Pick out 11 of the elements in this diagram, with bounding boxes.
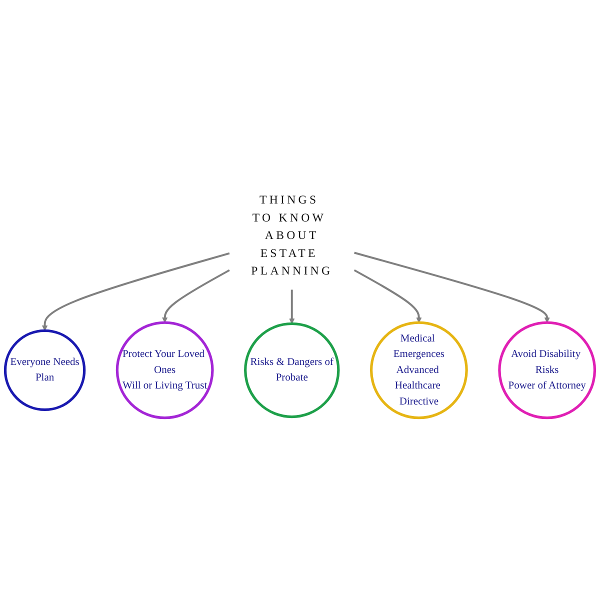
node-circle: Avoid Disability Risks Power of Attorney bbox=[498, 321, 596, 420]
arrow bbox=[42, 252, 230, 331]
node-circle: Protect Your Loved Ones Will or Living Trust bbox=[116, 321, 214, 420]
node-text: THINGS TO KNOW ABOUT ESTATE PLANNING bbox=[251, 193, 333, 278]
arrow bbox=[162, 269, 230, 323]
node-circle: Risks & Dangers of Probate bbox=[244, 322, 340, 418]
arrow bbox=[354, 252, 550, 323]
node-circle: Medical Emergences Advanced Healthcare Directive bbox=[370, 321, 468, 420]
arrow bbox=[354, 269, 422, 323]
node-circle: Everyone Needs Plan bbox=[4, 329, 86, 411]
arrow bbox=[289, 290, 295, 324]
